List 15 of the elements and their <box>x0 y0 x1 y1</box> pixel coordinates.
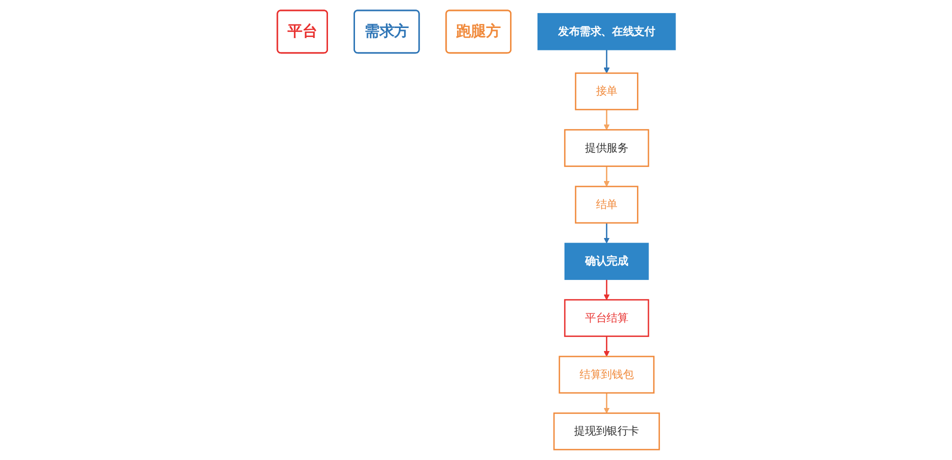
node-box: 发布需求、在线支付 <box>537 13 676 50</box>
arrow <box>603 166 610 187</box>
arrow <box>603 392 610 414</box>
node-box: 提现到银行卡 <box>552 412 660 450</box>
node-box: 结算到钱包 <box>558 356 654 394</box>
node-box: 结单 <box>574 186 638 224</box>
arrow <box>603 280 610 300</box>
arrow <box>603 50 610 74</box>
arrow <box>603 336 610 357</box>
node-box: 提供服务 <box>564 129 649 167</box>
arrow <box>603 222 610 244</box>
arrow <box>603 110 610 130</box>
node-box: 平台结算 <box>564 299 649 337</box>
node-box: 确认完成 <box>564 242 648 280</box>
node-box: 接单 <box>574 72 638 110</box>
